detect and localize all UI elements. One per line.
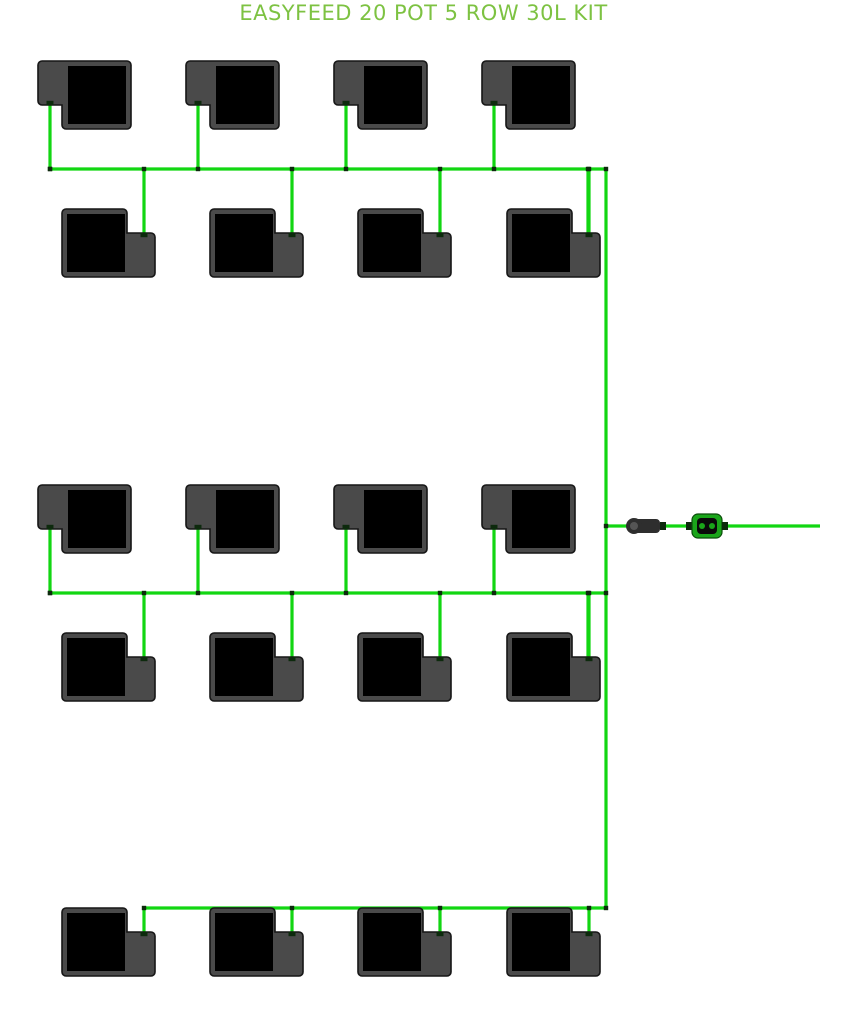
pot-fitting <box>342 524 350 530</box>
pot-reservoir <box>512 913 570 971</box>
pot <box>37 484 132 554</box>
pipe-joint <box>141 905 147 911</box>
pot-fitting <box>46 524 54 530</box>
valve-knob-center <box>630 522 638 530</box>
timer-dial-left <box>699 523 705 529</box>
valve-connector <box>660 522 666 530</box>
pot-fitting <box>288 656 296 662</box>
pot-reservoir <box>216 66 274 124</box>
pot-fitting <box>436 232 444 238</box>
pot-fitting <box>490 100 498 106</box>
pipe-joint <box>343 166 349 172</box>
pipe-joint <box>585 590 591 596</box>
pipe-joint <box>586 905 592 911</box>
pipe-joint <box>289 166 295 172</box>
pot-fitting <box>194 524 202 530</box>
pot-fitting <box>436 931 444 937</box>
pipe-joint <box>491 590 497 596</box>
pot-fitting <box>585 931 593 937</box>
pot <box>506 208 601 278</box>
pipe-joint <box>195 166 201 172</box>
pot-fitting <box>436 656 444 662</box>
pot-fitting <box>140 931 148 937</box>
timer-connector-left <box>686 522 692 530</box>
pot-fitting <box>46 100 54 106</box>
pot-fitting <box>194 100 202 106</box>
pot-reservoir <box>216 490 274 548</box>
pot-fitting <box>585 656 593 662</box>
pot <box>357 208 452 278</box>
pot-reservoir <box>512 66 570 124</box>
pot-reservoir <box>67 214 125 272</box>
pipe-joint <box>437 166 443 172</box>
pot <box>506 632 601 702</box>
page-title: EASYFEED 20 POT 5 ROW 30L KIT <box>239 1 608 25</box>
pot <box>61 907 156 977</box>
pot-reservoir <box>67 913 125 971</box>
pipe-joint <box>289 905 295 911</box>
timer-face <box>697 518 717 534</box>
pot <box>481 484 576 554</box>
pot-reservoir <box>363 214 421 272</box>
pipe-joint <box>603 523 609 529</box>
pot-reservoir <box>364 66 422 124</box>
pot-reservoir <box>215 913 273 971</box>
pot-reservoir <box>67 638 125 696</box>
pot <box>37 60 132 130</box>
pipe-joint <box>437 905 443 911</box>
pot-fitting <box>288 232 296 238</box>
pipe-joint <box>585 166 591 172</box>
pot-fitting <box>140 656 148 662</box>
pipe-joint <box>141 166 147 172</box>
pot-reservoir <box>363 913 421 971</box>
timer-dial-right <box>709 523 715 529</box>
pipe-joint <box>343 590 349 596</box>
pot <box>481 60 576 130</box>
pot-fitting <box>140 232 148 238</box>
pot-reservoir <box>363 638 421 696</box>
pot-fitting <box>342 100 350 106</box>
pot-reservoir <box>512 214 570 272</box>
pipe-joint <box>491 166 497 172</box>
pot-reservoir <box>364 490 422 548</box>
pot-reservoir <box>215 214 273 272</box>
pipe-joint <box>603 590 609 596</box>
pot-layer <box>37 60 601 977</box>
pipe-joint <box>437 590 443 596</box>
pot <box>209 907 304 977</box>
pot-fitting <box>585 232 593 238</box>
pot <box>185 60 280 130</box>
pot-reservoir <box>512 490 570 548</box>
pot <box>209 208 304 278</box>
valve-icon <box>626 518 666 534</box>
pot-reservoir <box>68 66 126 124</box>
pot <box>209 632 304 702</box>
timer-icon <box>686 513 728 539</box>
pot-fitting <box>288 931 296 937</box>
pot <box>333 484 428 554</box>
pot-reservoir <box>512 638 570 696</box>
pipe-joint <box>603 905 609 911</box>
pipe-joint <box>603 166 609 172</box>
timer-connector-right <box>722 522 728 530</box>
pipe-joint <box>141 590 147 596</box>
supply-assembly <box>626 513 728 539</box>
pot <box>357 907 452 977</box>
pot-reservoir <box>215 638 273 696</box>
pot <box>357 632 452 702</box>
pot <box>506 907 601 977</box>
pot <box>333 60 428 130</box>
pipe-joint <box>47 590 53 596</box>
pipe-joint <box>289 590 295 596</box>
pot-fitting <box>490 524 498 530</box>
pot <box>185 484 280 554</box>
pot <box>61 208 156 278</box>
pipe-joint <box>195 590 201 596</box>
pot-reservoir <box>68 490 126 548</box>
pipe-joint <box>47 166 53 172</box>
pot <box>61 632 156 702</box>
pipe-joints <box>46 100 609 937</box>
